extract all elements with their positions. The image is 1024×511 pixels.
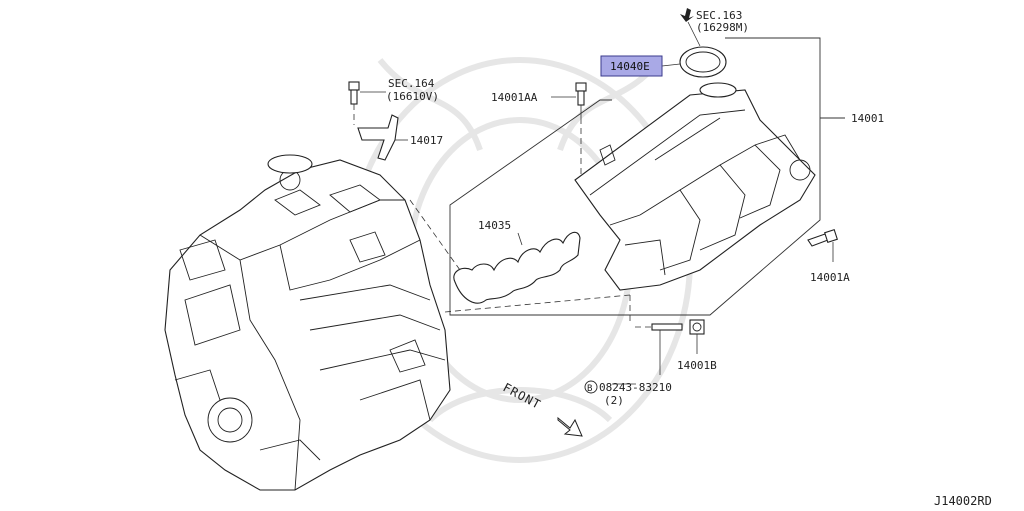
engine-block <box>164 154 451 491</box>
label-sec164-line2[interactable]: (16610V) <box>386 90 439 103</box>
nut-14001b <box>689 319 705 354</box>
sec163-arrow <box>680 8 701 47</box>
label-14001a[interactable]: 14001A <box>810 271 850 284</box>
intake-manifold <box>574 82 816 291</box>
bolt-14001aa <box>575 82 587 175</box>
o-ring-14040e <box>679 46 727 78</box>
label-bolt-qty: (2) <box>604 394 624 407</box>
gasket-14035 <box>453 231 581 304</box>
highlight-box <box>600 55 663 77</box>
label-14040e[interactable]: 14040E <box>600 55 663 77</box>
bolt-sec164 <box>348 81 360 125</box>
label-bolt-08243-83210[interactable]: B 08243-83210 (2) <box>584 380 672 407</box>
alignment-lines <box>409 199 631 322</box>
label-14001aa[interactable]: 14001AA <box>491 91 538 104</box>
label-14001b[interactable]: 14001B <box>677 359 717 372</box>
bracket-14017 <box>357 114 408 161</box>
label-sec163-line2[interactable]: (16298M) <box>696 21 749 34</box>
diagram-code: J14002RD <box>934 494 992 508</box>
bolt-symbol-letter: B <box>587 384 592 394</box>
label-14035[interactable]: 14035 <box>478 219 511 232</box>
front-arrow <box>557 416 583 437</box>
label-sec164-line1[interactable]: SEC.164 <box>388 77 435 90</box>
label-sec163-line1[interactable]: SEC.163 <box>696 9 742 22</box>
label-14017[interactable]: 14017 <box>410 134 443 147</box>
manifold-frame <box>449 37 845 316</box>
bolt-14001a <box>807 229 838 262</box>
bolt-symbol-circle <box>584 380 598 394</box>
label-14040e-text[interactable]: 14040E <box>610 60 650 73</box>
stud-bolt <box>635 323 683 375</box>
label-bolt-part[interactable]: 08243-83210 <box>599 381 672 394</box>
leader-lines <box>360 63 681 385</box>
label-14001[interactable]: 14001 <box>851 112 884 125</box>
